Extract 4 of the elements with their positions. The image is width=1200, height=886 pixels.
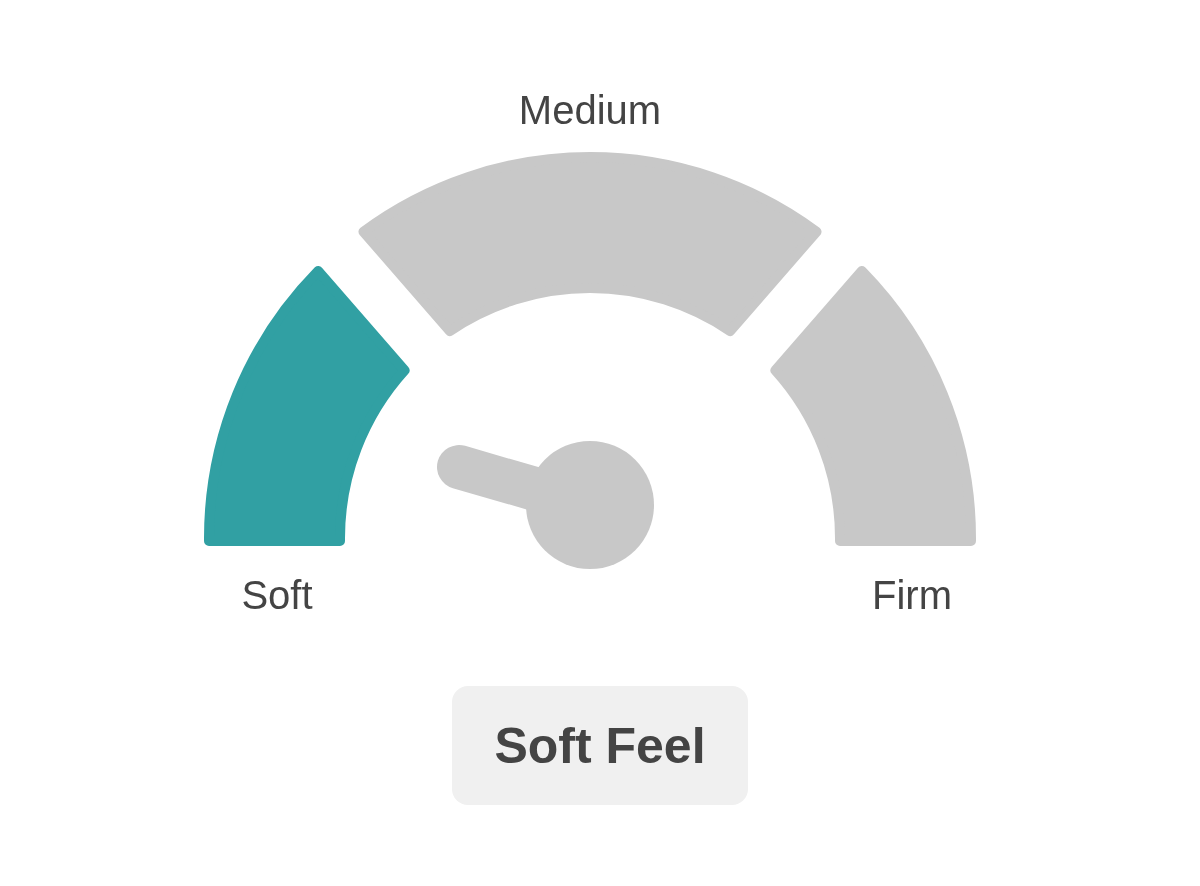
segment-label: Soft xyxy=(241,572,313,618)
rating-panel: Soft Feel xyxy=(452,686,748,805)
segment-label: Medium xyxy=(518,87,662,133)
segment-label: Firm xyxy=(872,572,952,618)
